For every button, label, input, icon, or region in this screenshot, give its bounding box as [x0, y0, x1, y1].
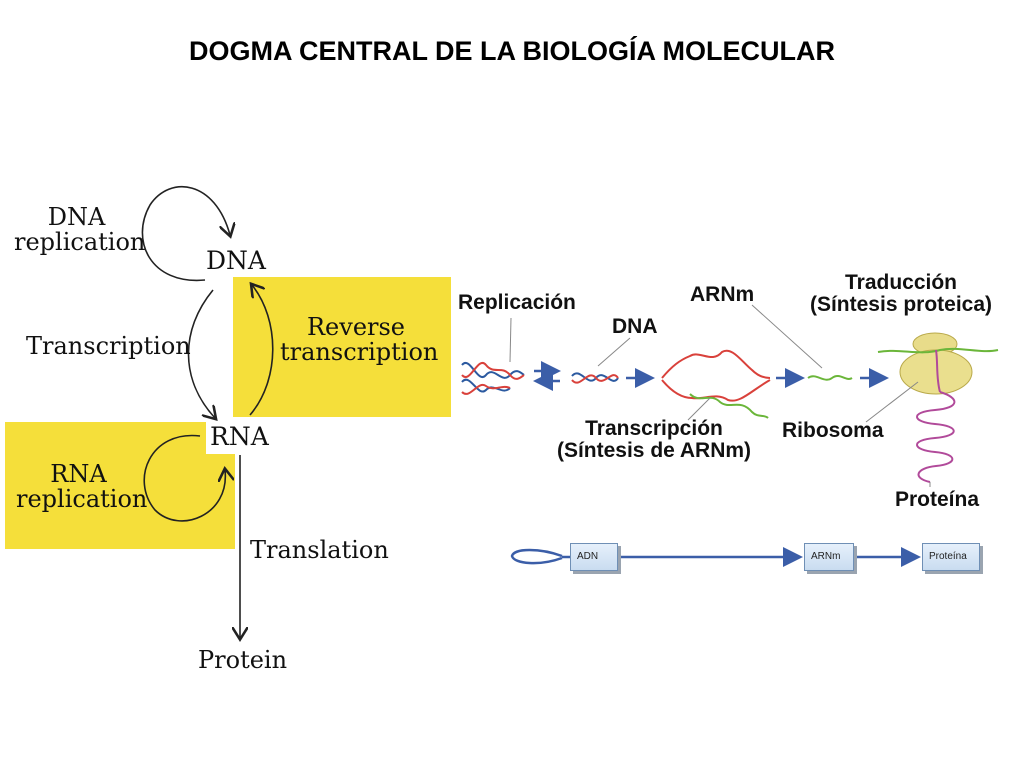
transcripcion-label: Transcripción (Síntesis de ARNm) — [556, 417, 752, 463]
replicating-dna-icon — [461, 361, 525, 395]
flow-box-arnm: ARNm — [804, 543, 854, 571]
replicacion-label: Replicación — [458, 291, 576, 314]
ribosome-icon — [877, 332, 999, 395]
dna-replication-label: DNA replication — [14, 203, 146, 257]
transcription-label: Transcription — [26, 332, 191, 360]
traduccion-label: Traducción (Síntesis proteica) — [809, 271, 993, 317]
transcription-arrow — [187, 289, 215, 418]
page-title: DOGMA CENTRAL DE LA BIOLOGÍA MOLECULAR — [189, 36, 835, 66]
rna-replication-arrow — [143, 434, 225, 522]
flow-box-proteina: Proteína — [922, 543, 980, 571]
rna-label-backdrop — [206, 418, 272, 454]
protein-chain-icon — [916, 391, 956, 483]
dna-label: DNA — [206, 246, 266, 275]
dna-replication-arrow — [141, 186, 230, 282]
reverse-transcription-label: Reverse transcription — [280, 313, 439, 367]
dna-helix-icon — [571, 372, 619, 384]
protein-label: Protein — [198, 646, 288, 674]
rna-label: RNA — [210, 422, 269, 451]
reverse-transcription-arrow — [249, 285, 274, 416]
mrna-strand-icon — [807, 375, 853, 381]
transcription-bubble-icon — [661, 349, 771, 419]
arnm-top-label: ARNm — [690, 283, 755, 306]
flow-box-adn: ADN — [570, 543, 618, 571]
translation-label: Translation — [250, 536, 389, 564]
dna-right-label: DNA — [612, 315, 658, 338]
ribosoma-label: Ribosoma — [782, 419, 884, 442]
rna-replication-label: RNA replication — [16, 460, 148, 514]
reverse-transcription-box — [233, 277, 451, 417]
proteina-label: Proteína — [895, 488, 980, 511]
flow-bar-line — [510, 547, 921, 567]
rna-replication-box — [5, 422, 235, 549]
